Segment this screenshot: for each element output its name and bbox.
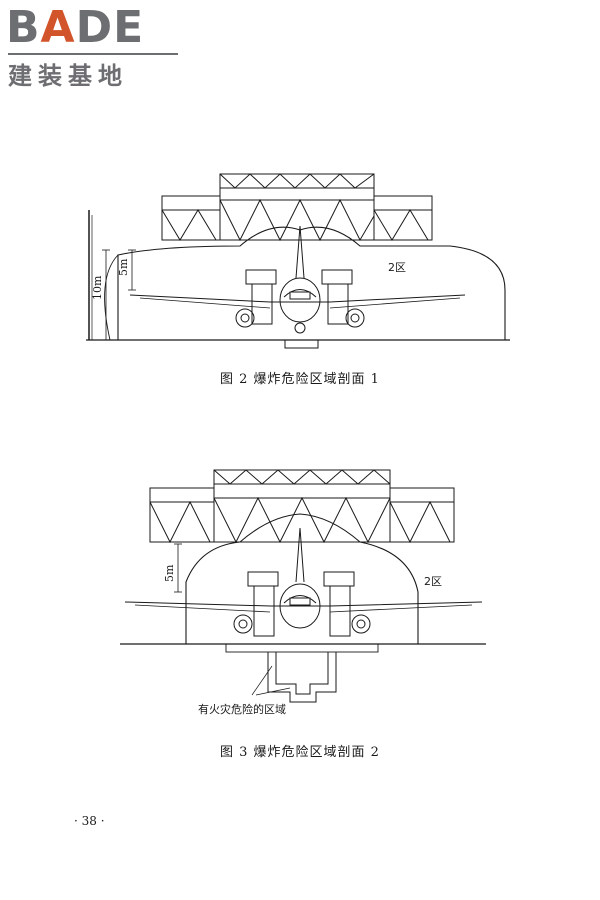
dimension-5m: 5m [163, 564, 176, 582]
figure-section-1: 10m 5m 2区 [0, 160, 600, 360]
bade-logo: BADE 建装基地 [6, 2, 186, 90]
figure-1-caption: 图 2 爆炸危险区域剖面 1 [220, 372, 380, 387]
logo-subtitle: 建装基地 [8, 62, 128, 90]
zone-envelope [117, 226, 506, 340]
logo-divider [8, 53, 178, 55]
fire-hazard-pit [267, 652, 337, 703]
dimension-10m: 10m [91, 275, 104, 300]
hangar-truss [149, 469, 455, 544]
page-number: · 38 · [74, 814, 105, 828]
figure-1-drawing: 10m 5m 2区 [86, 173, 510, 349]
aircraft-wings [129, 294, 466, 303]
fire-hazard-label: 有火灾危险的区域 [198, 702, 286, 716]
zone-envelope [185, 513, 419, 644]
figure-2-caption: 图 3 爆炸危险区域剖面 2 [220, 745, 380, 760]
logo-brand: BADE [6, 2, 145, 53]
figure-2-drawing: 5m 2区 有火灾危险的区域 [120, 469, 486, 716]
aircraft-wings [124, 601, 483, 607]
zone-2-label: 2区 [388, 261, 406, 274]
dimension-5m: 5m [117, 258, 130, 276]
zone-2-label: 2区 [424, 575, 442, 588]
figure-section-2: 5m 2区 有火灾危险的区域 [0, 462, 600, 724]
hangar-truss [161, 173, 433, 242]
